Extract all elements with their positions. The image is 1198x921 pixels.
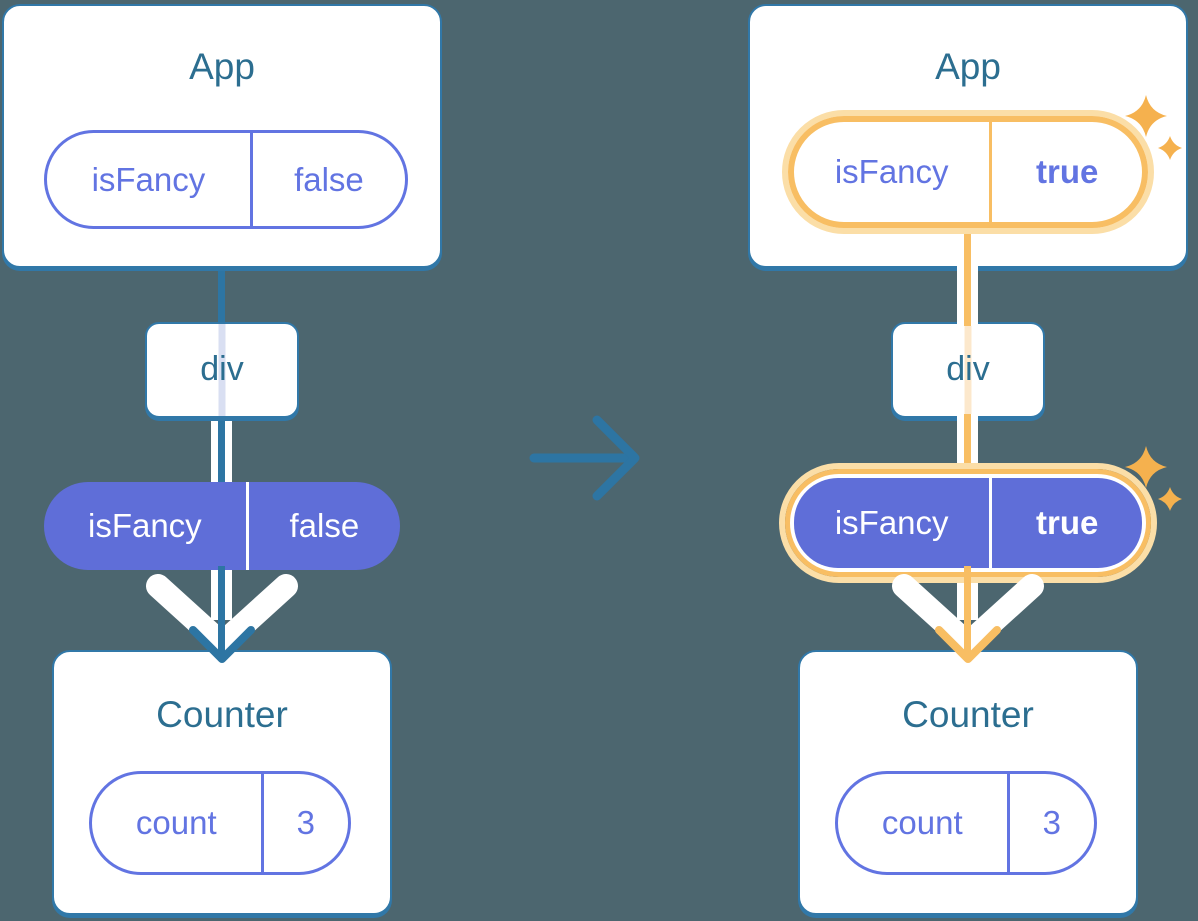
counter-box: Counter count 3 <box>798 650 1138 915</box>
div-to-pill-connector <box>211 414 232 486</box>
arrow-shaft <box>218 566 225 658</box>
counter-pill-value: 3 <box>296 804 315 841</box>
counter-pill-key: count <box>838 774 1010 872</box>
highlighted-app-state-pill: isFancy true <box>782 110 1154 234</box>
counter-pill-key: count <box>92 774 264 872</box>
counter-title: Counter <box>156 694 288 735</box>
div-box: div <box>145 322 299 418</box>
prop-pill: isFancy true <box>794 478 1142 568</box>
prop-pill-key: isFancy <box>44 482 249 570</box>
passthrough-line <box>218 324 226 416</box>
arrow-down-icon <box>935 626 1001 663</box>
div-title: div <box>200 350 244 388</box>
highlighted-prop-pill: isFancy true <box>779 463 1157 583</box>
app-box: App isFancy false <box>2 4 442 268</box>
prop-pill-key: isFancy <box>794 478 993 568</box>
tree-after: App isFancy true div isFancy true Counte… <box>746 0 1198 921</box>
prop-pill: isFancy false <box>44 482 400 570</box>
arrow-down-icon <box>189 626 255 663</box>
prop-pill-value: true <box>1036 504 1099 541</box>
app-to-div-connector <box>957 228 978 326</box>
prop-pill-value: false <box>289 507 360 544</box>
state-pill-value: false <box>294 160 364 198</box>
counter-title: Counter <box>902 694 1034 735</box>
arrow-right-icon <box>529 415 640 501</box>
div-title: div <box>946 350 990 388</box>
div-box: div <box>891 322 1045 418</box>
app-to-div-connector <box>218 262 225 326</box>
counter-box: Counter count 3 <box>52 650 392 915</box>
tree-before: App isFancy false div isFancy false Coun… <box>0 0 452 921</box>
state-pill: isFancy true <box>788 116 1148 228</box>
app-state-pill: isFancy false <box>44 130 408 229</box>
state-pill-value: true <box>1036 153 1099 190</box>
passthrough-line <box>964 324 972 416</box>
sparkle-icon <box>1125 95 1182 160</box>
counter-pill-value: 3 <box>1042 804 1061 841</box>
state-pill-key: isFancy <box>47 133 253 226</box>
app-title: App <box>189 46 255 87</box>
sparkle-icon <box>1125 446 1182 511</box>
app-title: App <box>935 46 1001 87</box>
arrow-shaft <box>964 566 971 658</box>
counter-state-pill: count 3 <box>835 771 1097 875</box>
state-pill-key: isFancy <box>794 122 993 222</box>
counter-state-pill: count 3 <box>89 771 351 875</box>
